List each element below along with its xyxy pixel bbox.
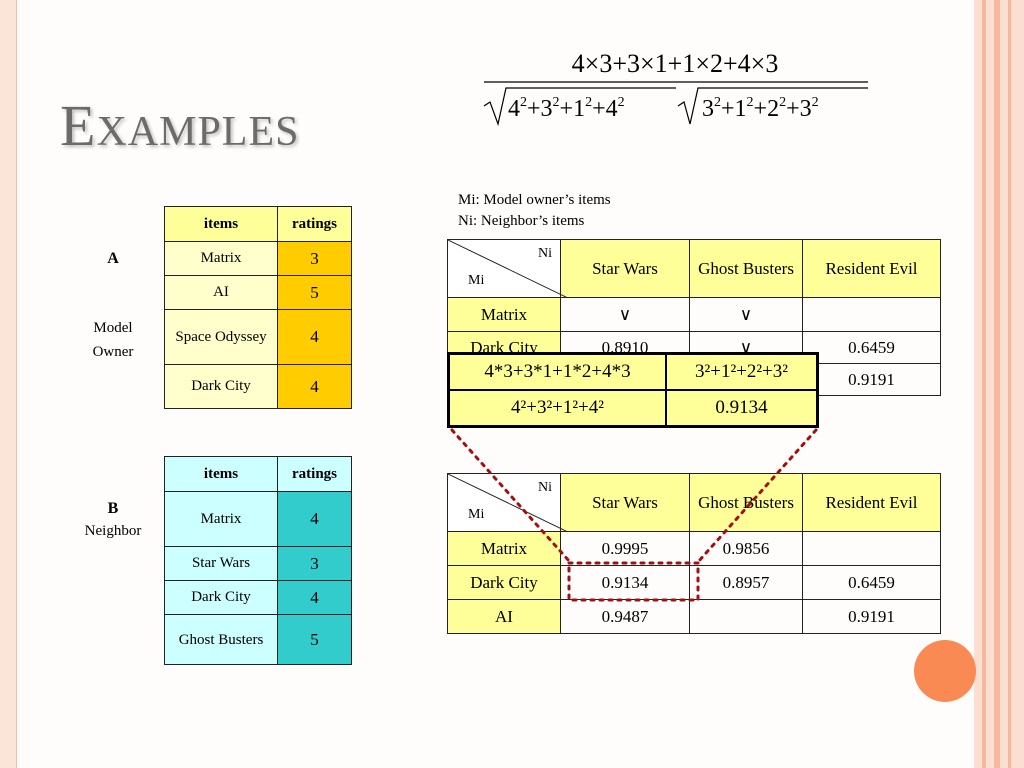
- label-a: A: [107, 250, 119, 267]
- left-frame: [0, 0, 17, 768]
- col-header: Star Wars: [560, 473, 690, 532]
- header-ratings: ratings: [277, 206, 352, 242]
- note-ni: Ni: Neighbor’s items: [458, 213, 585, 229]
- col-header: Resident Evil: [802, 239, 941, 298]
- table-row: AI: [164, 275, 278, 310]
- table-row: Dark City: [164, 580, 278, 615]
- formula-numerator: 4×3+3×1+1×2+4×3: [572, 49, 779, 78]
- formula-den-left: 42+32+12+42: [508, 95, 625, 122]
- row-header: Dark City: [447, 565, 561, 600]
- header-ratings: ratings: [277, 456, 352, 492]
- formula-den-right: 32+12+22+32: [702, 95, 819, 122]
- note-mi: Mi: Model owner’s items: [458, 192, 611, 208]
- table-row: Ghost Busters: [164, 614, 278, 665]
- col-header: Star Wars: [560, 239, 690, 298]
- label-b: B Neighbor: [84, 500, 142, 539]
- right-stripes: [974, 0, 1024, 768]
- calculation-overlay: 4*3+3*1+1*2+4*3 3²+1²+2²+3² 4²+3²+1²+4² …: [447, 352, 819, 428]
- table-row: Star Wars: [164, 546, 278, 581]
- overlay-result: 0.9134: [667, 391, 816, 425]
- overlay-numerator: 4*3+3*1+1*2+4*3: [450, 355, 667, 391]
- slide-title: EXAMPLES: [60, 93, 300, 158]
- decorative-circle: [914, 640, 976, 702]
- legend-notes: Mi: Model owner’s items Ni: Neighbor’s i…: [458, 190, 611, 232]
- row-header: Matrix: [447, 297, 561, 332]
- col-header: Resident Evil: [802, 473, 941, 532]
- header-items: items: [164, 206, 278, 242]
- table-row: Matrix: [164, 241, 278, 276]
- overlay-den-right: 3²+1²+2²+3²: [667, 355, 816, 391]
- table-row: Matrix: [164, 491, 278, 547]
- row-header: AI: [447, 599, 561, 634]
- table-row: Space Odyssey: [164, 309, 278, 365]
- overlay-den-left: 4²+3²+1²+4²: [450, 391, 667, 425]
- cosine-formula: 4×3+3×1+1×2+4×3 42+32+12+42 32+12+22+32: [483, 49, 868, 127]
